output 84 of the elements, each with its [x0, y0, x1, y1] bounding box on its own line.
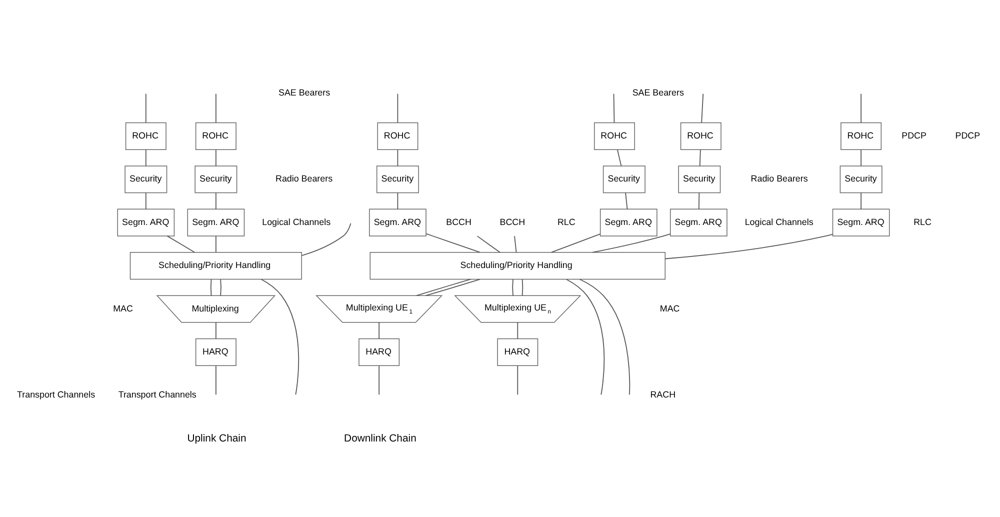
connector [396, 192, 398, 210]
connector [664, 234, 833, 260]
connector [476, 236, 500, 253]
node-box: HARQ [496, 338, 538, 366]
connector [396, 93, 398, 124]
connector [860, 93, 861, 124]
connector [698, 192, 700, 210]
connector [416, 278, 471, 296]
connector [166, 236, 195, 253]
connector [378, 365, 380, 396]
connector [210, 278, 212, 296]
connector [424, 278, 480, 296]
connector [565, 278, 604, 396]
connector [378, 322, 380, 340]
node-box: ROHC [680, 122, 721, 150]
node-box: Security [839, 166, 882, 194]
node-box: ROHC [594, 122, 634, 150]
connector [698, 149, 700, 166]
label: Downlink Chain [344, 433, 416, 444]
connector [516, 365, 518, 396]
node-box: Segm. ARQ [116, 208, 174, 236]
label: SAE Bearers [278, 87, 330, 98]
connector [624, 192, 628, 210]
node-box: Segm. ARQ [669, 208, 727, 236]
label: Logical Channels [262, 216, 330, 227]
node-box: ROHC [194, 122, 236, 150]
node-box: Segm. ARQ [832, 208, 890, 236]
connector [144, 149, 146, 166]
connector [860, 192, 861, 210]
label: RLC [556, 216, 575, 227]
connector [612, 93, 614, 124]
connector [300, 222, 351, 256]
connector [214, 192, 216, 210]
node-box: ROHC [376, 122, 418, 150]
connector [516, 322, 518, 340]
node-box: Segm. ARQ [368, 208, 426, 236]
node-text: BCCH [499, 216, 525, 227]
connector [592, 234, 670, 253]
connector [220, 278, 221, 296]
label: SAE Bearers [632, 87, 684, 98]
node-box: Security [602, 166, 645, 194]
node-box: HARQ [194, 338, 236, 366]
label: RLC [913, 216, 931, 227]
node-box: Security [678, 166, 720, 194]
label: RACH [650, 390, 676, 400]
connector [214, 365, 216, 396]
label: MAC [112, 303, 132, 314]
connector [144, 192, 146, 210]
connector [425, 233, 480, 253]
label: PDCP [954, 130, 980, 140]
node-text: BCCH [446, 216, 471, 227]
node-box: Scheduling/Priority Handling [129, 252, 302, 280]
connector [214, 236, 216, 253]
connector [550, 234, 600, 253]
connector [144, 93, 146, 124]
node-box: Security [194, 166, 237, 194]
node-box: Segm. ARQ [186, 208, 244, 236]
connector [521, 278, 523, 296]
connector [512, 278, 513, 296]
node-box: Security [124, 166, 167, 194]
label: Transport Channels [16, 390, 95, 400]
connector [214, 149, 216, 166]
label: Logical Channels [744, 216, 813, 227]
label: Radio Bearers [750, 174, 808, 184]
label: MAC [659, 303, 680, 314]
connector [214, 93, 216, 124]
label: PDCP [901, 130, 926, 140]
connector [214, 322, 216, 340]
connector [514, 236, 516, 253]
node-box: Scheduling/Priority Handling [369, 252, 665, 280]
connector [616, 149, 622, 166]
connector [260, 278, 299, 396]
connector [860, 149, 861, 166]
connector [396, 149, 398, 166]
connector [700, 93, 704, 124]
node-box: ROHC [840, 122, 882, 150]
node-box: ROHC [124, 122, 166, 150]
label: Radio Bearers [275, 174, 332, 184]
label: Uplink Chain [186, 433, 246, 444]
node-box: HARQ [358, 338, 400, 366]
node-box: Segm. ARQ [599, 208, 657, 236]
connector [578, 278, 630, 396]
label: Transport Channels [118, 390, 196, 400]
node-box: Security [376, 166, 418, 194]
